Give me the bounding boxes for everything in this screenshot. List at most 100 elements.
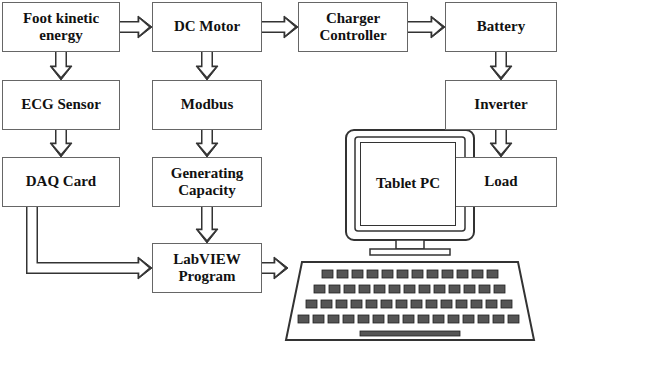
key: [306, 300, 317, 308]
key: [487, 270, 498, 278]
arrow-head-outline: [196, 143, 218, 157]
arrow-shaft-fill: [203, 130, 212, 145]
arrow-shaft-fill: [57, 52, 66, 68]
flow-arrow: [262, 257, 288, 279]
arrow-head-fill: [199, 230, 215, 240]
key: [321, 300, 332, 308]
keyboard: [286, 262, 534, 340]
flow-arrow: [50, 130, 72, 157]
arrow-head-outline: [138, 257, 152, 279]
flow-arrow: [490, 52, 512, 80]
box-label: ECG Sensor: [21, 96, 101, 113]
key: [433, 315, 444, 323]
key: [298, 315, 309, 323]
flow-arrow: [490, 130, 512, 157]
key: [448, 315, 459, 323]
flow-arrow: [262, 16, 298, 38]
key: [478, 315, 489, 323]
arrow-shaft-fill: [32, 207, 140, 268]
daq-box: DAQ Card: [2, 157, 120, 207]
key: [464, 285, 475, 293]
key: [352, 270, 363, 278]
key: [389, 285, 400, 293]
flow-arrow: [32, 207, 152, 279]
arrow-head-fill: [432, 19, 442, 35]
arrow-head-outline: [284, 16, 298, 38]
box-label: Foot kinetic energy: [8, 10, 114, 45]
box-label: DAQ Card: [26, 173, 96, 190]
flow-arrow: [196, 52, 218, 80]
capacity-box: Generating Capacity: [152, 157, 262, 207]
box-label: Inverter: [474, 96, 527, 113]
key: [359, 285, 370, 293]
key: [404, 285, 415, 293]
monitor-bezel: [355, 137, 465, 231]
key: [434, 285, 445, 293]
key: [471, 300, 482, 308]
key: [313, 315, 324, 323]
key: [457, 270, 468, 278]
arrow-head-outline: [50, 66, 72, 80]
arrow-shaft-fill: [203, 207, 212, 231]
arrow-shaft-fill: [262, 23, 286, 32]
motor-box: DC Motor: [152, 2, 262, 52]
arrow-head-fill: [199, 67, 215, 77]
key: [351, 300, 362, 308]
arrow-head-fill: [139, 19, 149, 35]
arrow-head-fill: [493, 144, 509, 154]
arrow-head-fill: [139, 260, 149, 276]
flow-arrow: [50, 52, 72, 80]
arrow-head-fill: [275, 260, 285, 276]
key: [328, 315, 339, 323]
arrow-head-outline: [50, 143, 72, 157]
key: [314, 285, 325, 293]
keyboard-keys: [298, 270, 519, 336]
key: [366, 300, 377, 308]
box-label: LabVIEW Program: [158, 251, 256, 286]
key: [479, 285, 490, 293]
arrow-head-fill: [199, 144, 215, 154]
key: [412, 270, 423, 278]
key: [494, 285, 505, 293]
arrow-shaft-fill: [120, 23, 140, 32]
arrow-shaft-fill: [57, 130, 66, 145]
monitor-screen: Tablet PC: [360, 142, 456, 226]
arrow-head-outline: [274, 257, 288, 279]
monitor-case: [346, 130, 474, 240]
key: [456, 300, 467, 308]
key: [344, 285, 355, 293]
key: [411, 300, 422, 308]
flow-arrow: [196, 130, 218, 157]
flow-arrow: [120, 16, 152, 38]
arrow-head-fill: [53, 144, 69, 154]
box-label: Tablet PC: [376, 175, 440, 192]
arrow-head-outline: [196, 66, 218, 80]
arrow-shaft-fill: [497, 130, 506, 145]
arrow-shaft-fill: [262, 264, 276, 273]
arrow-head-fill: [493, 67, 509, 77]
computer-node: Tablet PC: [288, 128, 538, 343]
key: [427, 270, 438, 278]
key: [358, 315, 369, 323]
inverter-box: Inverter: [445, 80, 557, 130]
flow-arrow: [408, 16, 445, 38]
monitor-stand: [396, 240, 424, 249]
key: [322, 270, 333, 278]
key: [367, 270, 378, 278]
arrow-head-outline: [196, 229, 218, 243]
key: [472, 270, 483, 278]
arrow-head-fill: [285, 19, 295, 35]
key: [449, 285, 460, 293]
box-label: Generating Capacity: [158, 165, 256, 200]
arrow-shaft-outline: [32, 207, 138, 268]
box-label: Load: [484, 173, 517, 190]
key: [329, 285, 340, 293]
key: [418, 315, 429, 323]
controller-box: Charger Controller: [298, 2, 408, 52]
box-label: Battery: [477, 18, 525, 35]
arrow-head-fill: [53, 67, 69, 77]
key: [426, 300, 437, 308]
key: [374, 285, 385, 293]
monitor-base: [370, 249, 450, 255]
